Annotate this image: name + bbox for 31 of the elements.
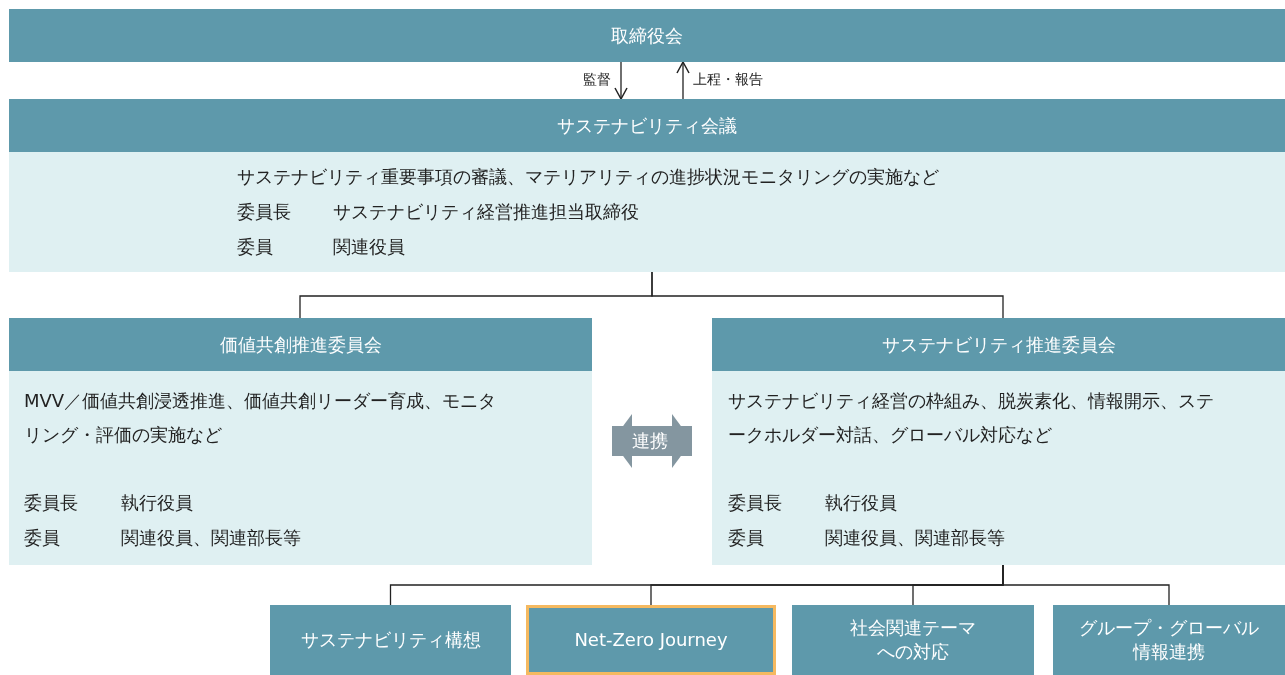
description-text: MVV／価値共創浸透推進、価値共創リーダー育成、モニタリング・評価の実施など xyxy=(24,389,498,447)
role-label: 委員長 xyxy=(728,491,782,515)
member-text: 執行役員 xyxy=(121,491,193,515)
task-box: Net-Zero Journey xyxy=(526,605,776,675)
member-text: 関連役員、関連部長等 xyxy=(825,526,1005,550)
member-text: サステナビリティ経営推進担当取締役 xyxy=(333,200,639,224)
edge-label: 連携 xyxy=(631,429,669,453)
task-box: サステナビリティ構想 xyxy=(270,605,511,675)
panel-heading: サステナビリティ推進委員会 xyxy=(712,318,1285,371)
role-label: 委員 xyxy=(24,526,60,550)
role-label: 委員 xyxy=(728,526,764,550)
member-text: 関連役員、関連部長等 xyxy=(121,526,301,550)
description-text: サステナビリティ経営の枠組み、脱炭素化、情報開示、ステークホルダー対話、グローバル対応など xyxy=(728,389,1215,447)
task-box: グループ・グローバル情報連携 xyxy=(1053,605,1285,675)
edge-label: 監督 xyxy=(581,71,613,89)
connector-line xyxy=(1002,564,1170,606)
member-text: 執行役員 xyxy=(825,491,897,515)
double-arrow xyxy=(612,414,692,468)
task-box: 社会関連テーマへの対応 xyxy=(792,605,1034,675)
panel-heading: サステナビリティ会議 xyxy=(9,99,1285,152)
arrow xyxy=(676,61,690,100)
arrow xyxy=(614,61,628,100)
role-label: 委員 xyxy=(237,235,273,259)
heading-band: 取締役会 xyxy=(9,9,1285,62)
role-label: 委員長 xyxy=(237,200,291,224)
description-text: サステナビリティ重要事項の審議、マテリアリティの進捗状況モニタリングの実施など xyxy=(237,165,940,189)
edge-label: 上程・報告 xyxy=(691,71,765,89)
connector-line xyxy=(651,271,1004,319)
panel-heading: 価値共創推進委員会 xyxy=(9,318,592,371)
member-text: 関連役員 xyxy=(333,235,405,259)
role-label: 委員長 xyxy=(24,491,78,515)
